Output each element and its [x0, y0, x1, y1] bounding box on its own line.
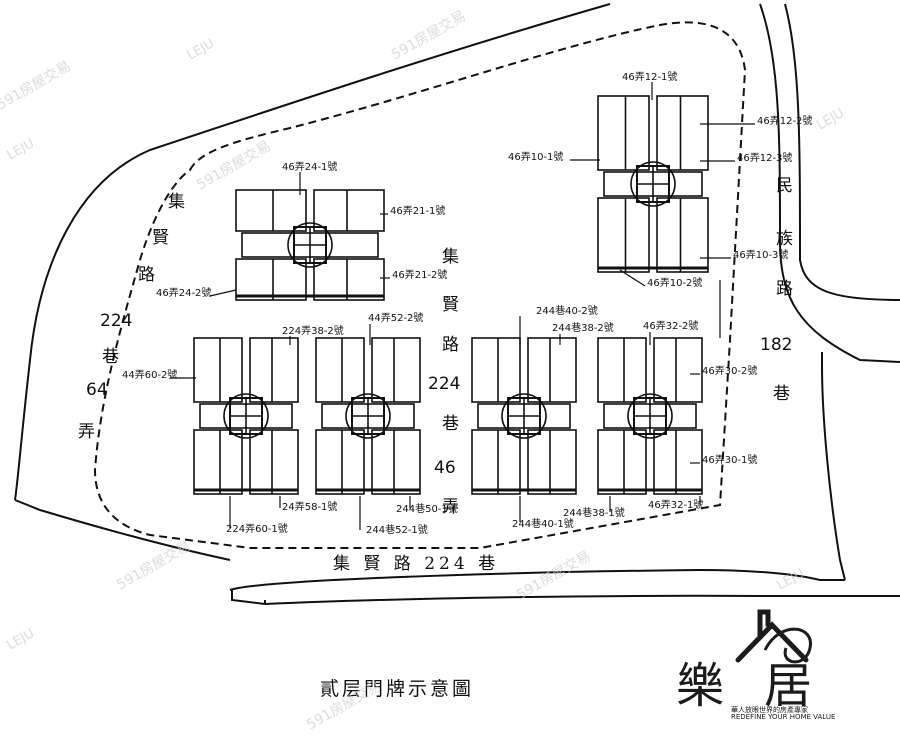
center-road-char-2: 賢 [442, 295, 459, 315]
addr-b4-bottom: 244巷52-1號 [366, 523, 428, 536]
watermark-leju-2: LEJU [5, 136, 37, 163]
right-road-char-2: 族 [776, 229, 793, 249]
center-road-number: 224 [428, 374, 460, 394]
addr-b4-top: 44弄52-2號 [368, 311, 423, 324]
building-5 [471, 337, 577, 495]
addr-b4-bottom2: 244巷50-1號 [396, 502, 458, 515]
building-6 [597, 337, 703, 495]
watermark-leju-1: LEJU [185, 36, 217, 63]
watermark-591-4: 591房屋交易 [114, 537, 194, 593]
road-labels: 集 賢 路 224 巷 64 弄 民 族 路 182 巷 集 賢 路 224 巷… [78, 176, 793, 574]
addr-b3-top: 224弄38-2號 [282, 324, 344, 337]
addr-b2-r2: 46弄12-3號 [737, 151, 792, 164]
addr-b3-bottom: 24弄58-1號 [282, 500, 337, 513]
center-road-alley-number: 46 [434, 458, 456, 478]
left-road-char-1: 集 [168, 192, 185, 212]
addr-b6-bottom: 244巷38-1號 [563, 506, 625, 519]
brand-swirl-icon [763, 627, 812, 664]
buildings [193, 95, 709, 495]
addr-b2-r1: 46弄12-2號 [757, 114, 812, 127]
center-road-char-3: 路 [442, 335, 459, 355]
bottom-road-label: 集 賢 路 224 巷 [333, 554, 499, 574]
left-road-alley: 弄 [78, 422, 95, 442]
watermark-591-2: 591房屋交易 [194, 137, 274, 193]
left-road-char-2: 賢 [152, 228, 169, 248]
watermark-leju-5: LEJU [815, 106, 847, 133]
brand-house-icon [735, 609, 809, 663]
addr-b2-r3: 46弄10-3號 [733, 248, 788, 261]
left-road-number: 224 [100, 311, 132, 331]
right-road-char-3: 路 [776, 279, 793, 299]
addr-b1-left: 46弄24-2號 [156, 286, 211, 299]
addr-b6-top: 46弄32-2號 [643, 319, 698, 332]
addr-b5-top2: 244巷38-2號 [552, 321, 614, 334]
addr-b3-bottom2: 224弄60-1號 [226, 522, 288, 535]
addr-b2-bottom: 46弄10-2號 [647, 276, 702, 289]
right-road-number: 182 [760, 335, 792, 355]
watermark-591-5: 591房屋交易 [514, 547, 594, 603]
addr-b1-r1: 46弄21-1號 [390, 204, 445, 217]
right-road-char-1: 民 [776, 176, 793, 196]
addr-b3-left: 44弄60-2號 [122, 368, 177, 381]
brand-name: 樂居 [676, 658, 852, 714]
building-1 [235, 189, 385, 301]
brand-sub-text: 華人放眼世界的房產專家 [731, 705, 808, 714]
building-3 [193, 337, 299, 495]
left-road-alley-number: 64 [86, 380, 108, 400]
center-road-lane: 巷 [442, 414, 459, 434]
brand-logo: 樂居 華人放眼世界的房產專家 REDEFINE YOUR HOME VALUE [676, 609, 866, 721]
addr-b5-bottom: 244巷40-1號 [512, 517, 574, 530]
address-labels: 46弄24-1號 46弄21-1號 46弄21-2號 46弄24-2號 46弄1… [122, 70, 812, 536]
center-road-char-1: 集 [442, 247, 459, 267]
brand-sub-text-en: REDEFINE YOUR HOME VALUE [731, 713, 835, 721]
addr-b1-top: 46弄24-1號 [282, 160, 337, 173]
left-road-lane: 巷 [102, 347, 119, 367]
watermark-591-3: 591房屋交易 [0, 57, 74, 113]
center-road-alley: 弄 [442, 497, 459, 517]
addr-b6-r2: 46弄30-1號 [702, 453, 757, 466]
leader-lines [170, 82, 755, 530]
building-4 [315, 337, 421, 495]
site-boundary [93, 21, 747, 549]
left-road-char-3: 路 [138, 265, 155, 285]
addr-b1-r2: 46弄21-2號 [392, 268, 447, 281]
addr-b2-top: 46弄12-1號 [622, 70, 677, 83]
brand-sub-bg [728, 706, 866, 720]
right-road-lane: 巷 [773, 384, 790, 404]
plan-title: 貳层門牌示意圖 [320, 678, 474, 700]
watermark-591-1: 591房屋交易 [389, 7, 469, 63]
addr-b6-bottom2: 46弄32-1號 [648, 498, 703, 511]
building-2 [597, 95, 709, 273]
addr-b5-top: 244巷40-2號 [536, 304, 598, 317]
road-lines [14, 3, 900, 606]
watermark-leju-3: LEJU [5, 626, 37, 653]
addr-b2-left: 46弄10-1號 [508, 150, 563, 163]
addr-b6-r1: 46弄30-2號 [702, 364, 757, 377]
watermark-leju-4: LEJU [775, 566, 807, 593]
